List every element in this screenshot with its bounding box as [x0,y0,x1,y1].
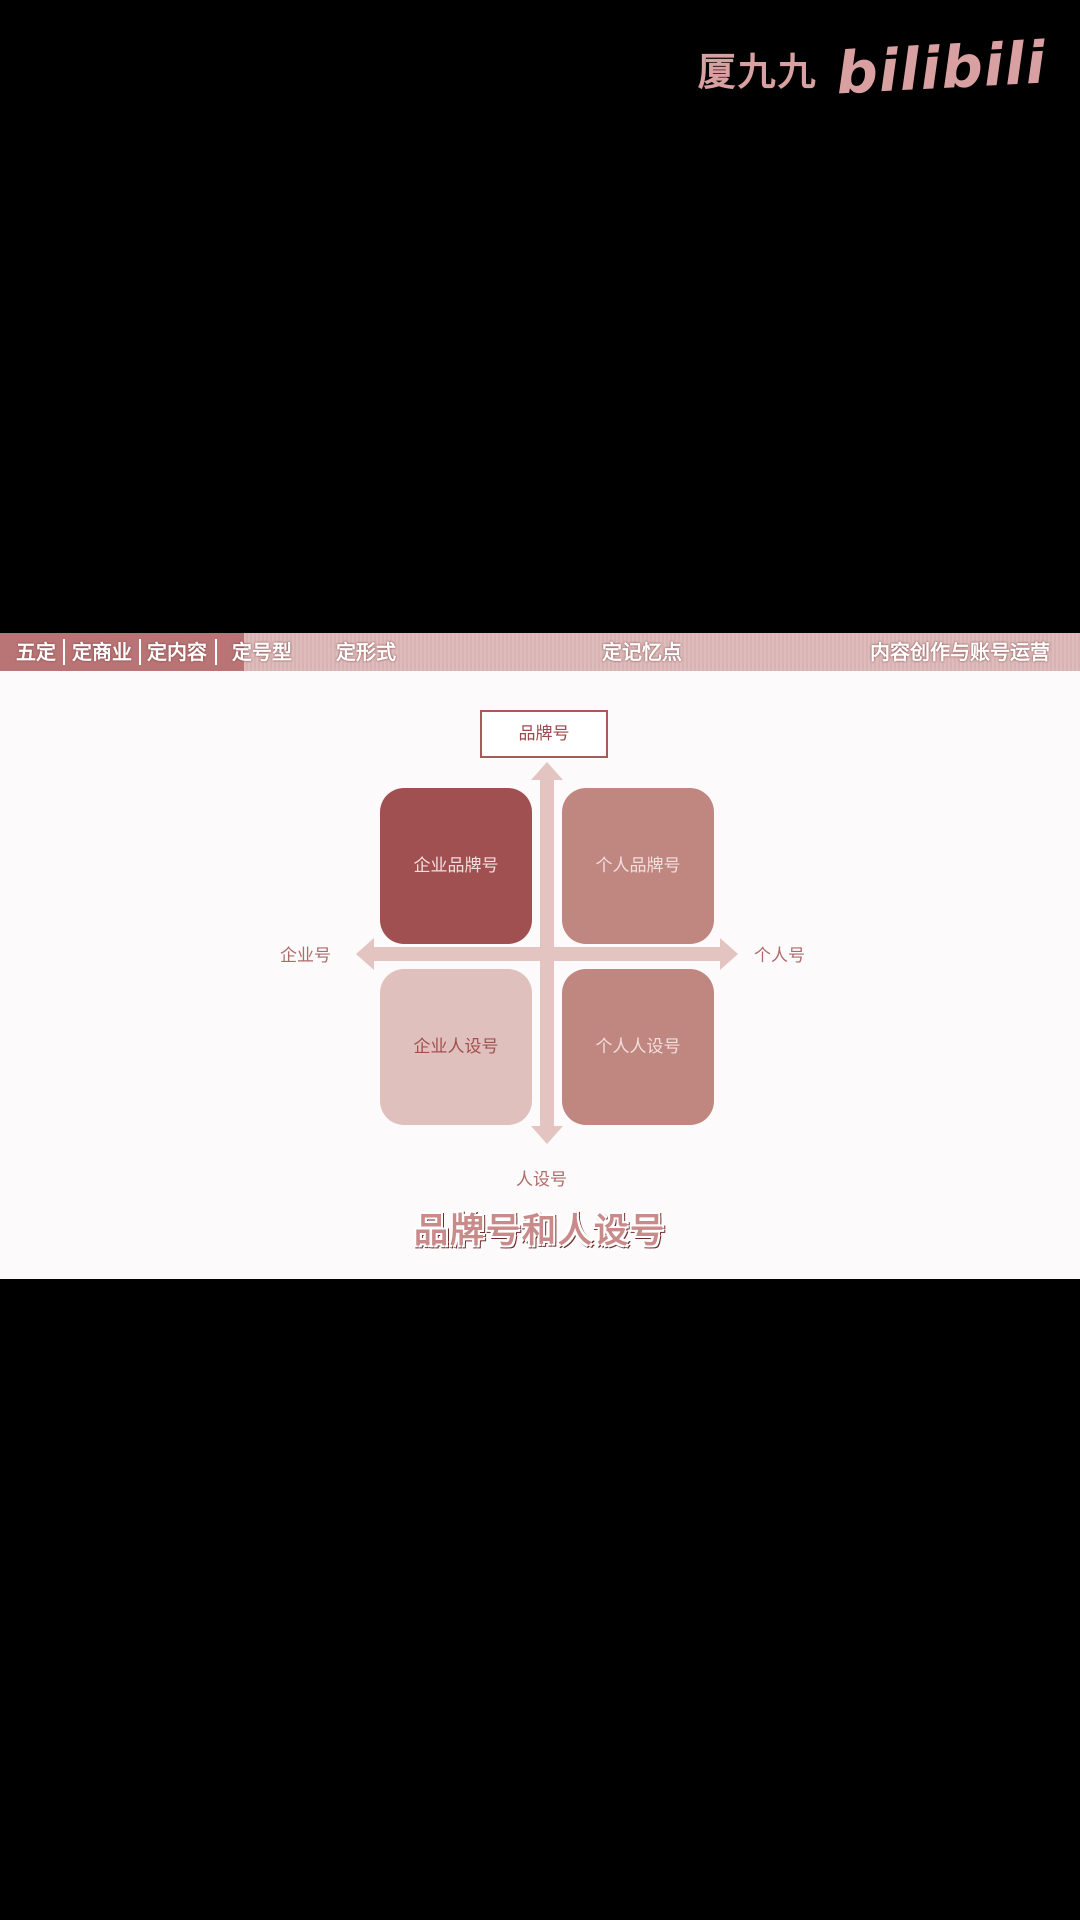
brand-account-label: 品牌号 [480,710,608,758]
nav-separator [63,639,65,665]
nav-item-format: 定形式 [336,640,396,664]
quadrant-enterprise-brand: 企业品牌号 [380,788,532,944]
slide-navbar: 五定 定商业 定内容 定号型 定形式 定记忆点 内容创作与账号运营 [0,633,1080,671]
arrow-left-icon [356,938,374,970]
nav-item-operation: 内容创作与账号运营 [870,640,1050,664]
nav-item-memory-point: 定记忆点 [602,640,682,664]
horizontal-axis [368,947,728,961]
quadrant-personal-persona: 个人人设号 [562,969,714,1125]
personal-account-label: 个人号 [754,946,805,966]
nav-item-wuding: 五定 [16,640,56,664]
watermark: 厦九九 bilibili [697,29,1048,108]
quadrant-personal-brand: 个人品牌号 [562,788,714,944]
quadrant-diagram: 品牌号 企业品牌号 个人品牌号 企业人设号 个人人设号 企业号 个人号 人设号 … [0,633,1080,1279]
nav-item-content: 定内容 [147,640,207,664]
nav-separator [215,639,217,665]
nav-separator [139,639,141,665]
nav-item-business: 定商业 [72,640,132,664]
enterprise-account-label: 企业号 [280,946,331,966]
axis-arrows [356,762,738,1144]
quadrant-enterprise-persona: 企业人设号 [380,969,532,1125]
watermark-author: 厦九九 [697,49,818,94]
persona-account-label: 人设号 [516,1170,567,1190]
bilibili-logo: bilibili [834,28,1048,108]
arrow-right-icon [720,938,738,970]
nav-item-account-type: 定号型 [232,640,292,664]
arrow-down-icon [531,1126,563,1144]
nav-active-section [0,633,244,671]
slide-caption: 品牌号和人设号 [414,1211,666,1251]
arrow-up-icon [531,762,563,780]
slide: 五定 定商业 定内容 定号型 定形式 定记忆点 内容创作与账号运营 品牌号 [0,633,1080,1279]
